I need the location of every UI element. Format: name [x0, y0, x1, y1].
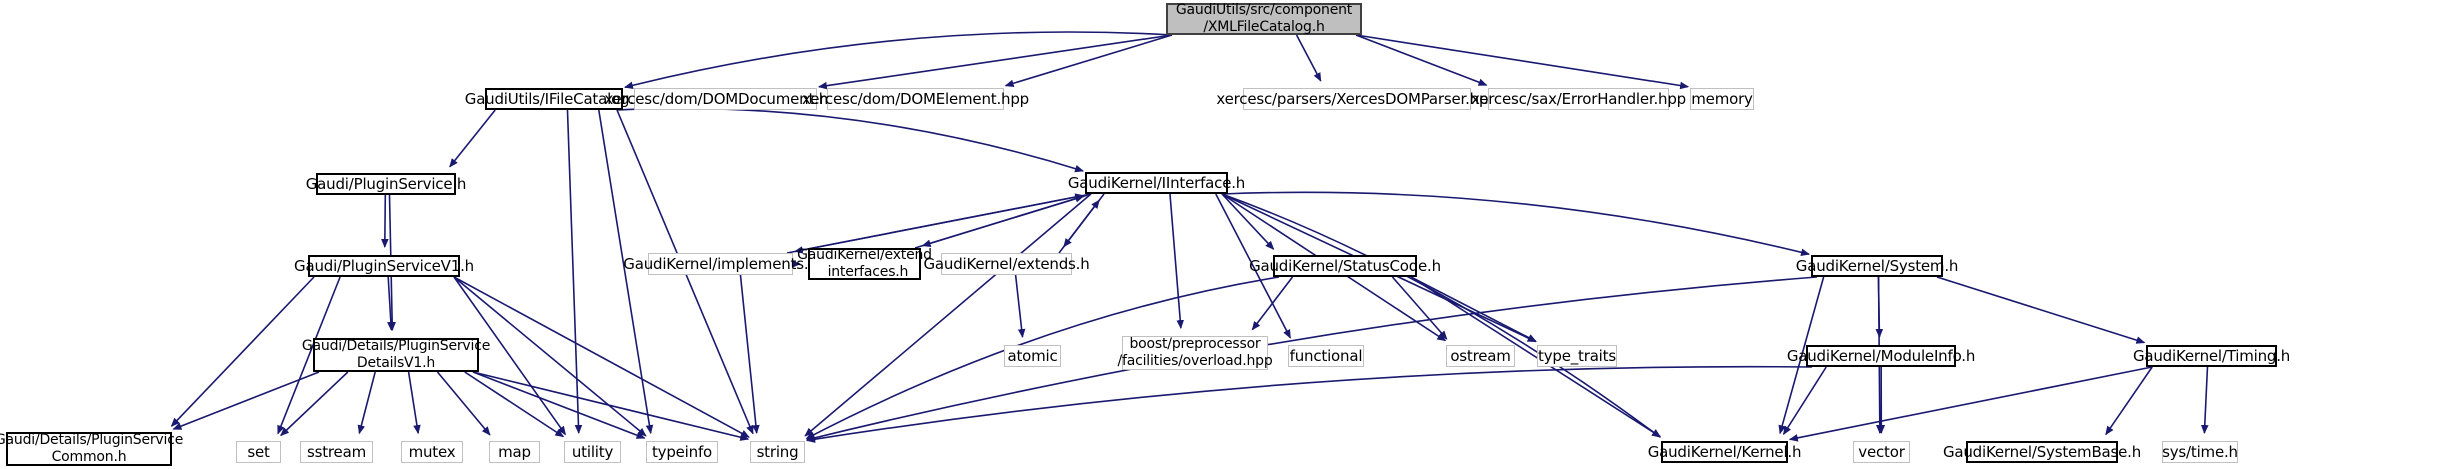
graph-node-moduleinfo[interactable]: GaudiKernel/ModuleInfo.h: [1787, 345, 1975, 367]
graph-edge-psdetailsv1-to-map: [436, 371, 491, 436]
graph-edge-timing-to-systembase: [2105, 366, 2153, 436]
graph-edge-root-to-errorhandler: [1355, 34, 1488, 86]
graph-edge-root-to-xercesdomparser: [1295, 34, 1322, 82]
graph-edge-moduleinfo-to-string: [805, 365, 1813, 443]
graph-node-ifilecatalog[interactable]: GaudiUtils/IFileCatalog.h: [465, 88, 643, 110]
graph-edge-iinterface-to-system: [1221, 191, 1811, 256]
graph-edge-psdetailsv1-to-sstream: [357, 371, 376, 435]
graph-edge-ifilecatalog-to-pluginservice: [449, 109, 496, 168]
graph-node-mutex[interactable]: mutex: [401, 441, 463, 463]
graph-edge-extend_ifaces-to-iinterface: [914, 195, 1085, 249]
graph-node-set[interactable]: set: [236, 441, 281, 463]
graph-edge-statuscode-to-string: [805, 276, 1280, 440]
graph-edge-system-to-string: [805, 276, 1818, 442]
graph-node-typeinfo[interactable]: typeinfo: [646, 441, 718, 463]
graph-edge-pluginservicev1-to-string: [453, 276, 750, 438]
graph-node-pluginservicev1[interactable]: Gaudi/PluginServiceV1.h: [294, 255, 474, 277]
graph-node-memory[interactable]: memory: [1690, 88, 1754, 110]
graph-edge-iinterface-to-kernel: [1221, 193, 1661, 438]
graph-node-implements[interactable]: GaudiKernel/implements.h: [623, 253, 818, 275]
graph-edge-moduleinfo-to-kernel: [1782, 366, 1827, 436]
graph-node-psdetailsv1[interactable]: Gaudi/Details/PluginService DetailsV1.h: [301, 338, 491, 372]
graph-node-ostream[interactable]: ostream: [1446, 345, 1515, 367]
graph-edge-statuscode-to-overload: [1251, 276, 1294, 331]
graph-edge-pluginservicev1-to-utility: [453, 276, 567, 436]
graph-edge-statuscode-to-ostream: [1391, 276, 1448, 340]
graph-edge-timing-to-systime: [2200, 366, 2209, 435]
graph-edge-pluginservicev1-to-set: [277, 276, 341, 435]
graph-edge-pluginservicev1-to-psdetailsv1: [387, 276, 395, 332]
graph-edge-implements-to-string: [739, 274, 760, 435]
graph-edge-statuscode-to-kernel: [1410, 276, 1662, 438]
graph-node-statuscode[interactable]: GaudiKernel/StatusCode.h: [1249, 255, 1441, 277]
graph-node-iinterface[interactable]: GaudiKernel/IInterface.h: [1068, 172, 1245, 194]
graph-edge-root-to-domelement: [1004, 34, 1173, 87]
graph-edge-statuscode-to-type_traits: [1410, 276, 1537, 343]
graph-edge-pluginservicev1-to-typeinfo: [453, 276, 647, 437]
graph-edge-pluginservice-to-pluginservicev1: [381, 194, 389, 248]
graph-edge-ifilecatalog-to-utility: [566, 109, 583, 435]
graph-node-type_traits[interactable]: type_traits: [1537, 345, 1617, 367]
graph-node-systime[interactable]: sys/time.h: [2162, 441, 2238, 463]
graph-edge-psdetailsv1-to-string: [472, 371, 750, 441]
graph-edge-psdetailsv1-to-pscommon: [172, 371, 320, 430]
graph-node-sstream[interactable]: sstream: [300, 441, 373, 463]
graph-node-extends[interactable]: GaudiKernel/extends.h: [923, 253, 1090, 275]
graph-node-domelement[interactable]: xercesc/dom/DOMElement.hpp: [802, 88, 1029, 110]
graph-edge-root-to-memory: [1355, 34, 1690, 90]
graph-edge-pluginservicev1-to-pscommon: [170, 276, 315, 427]
graph-node-utility[interactable]: utility: [564, 441, 621, 463]
graph-edge-root-to-domdocument: [817, 34, 1173, 90]
graph-edge-iinterface-to-string: [804, 193, 1092, 437]
graph-edge-iinterface-to-statuscode: [1221, 193, 1275, 250]
graph-edge-timing-to-kernel: [1788, 366, 2153, 442]
graph-node-string[interactable]: string: [750, 441, 805, 463]
graph-node-errorhandler[interactable]: xercesc/sax/ErrorHandler.hpp: [1471, 88, 1686, 110]
graph-node-system[interactable]: GaudiKernel/System.h: [1796, 255, 1958, 277]
graph-node-extend_ifaces[interactable]: GaudiKernel/extend _interfaces.h: [797, 247, 932, 280]
graph-edge-psdetailsv1-to-set: [280, 371, 349, 437]
graph-edge-ifilecatalog-to-typeinfo: [598, 109, 654, 435]
graph-node-overload[interactable]: boost/preprocessor /facilities/overload.…: [1117, 336, 1273, 370]
graph-edge-extends-to-atomic: [1014, 274, 1026, 339]
graph-node-atomic[interactable]: atomic: [1004, 345, 1061, 367]
graph-edge-ifilecatalog-to-iinterface: [616, 107, 1085, 173]
graph-edge-system-to-kernel: [1778, 276, 1825, 435]
graph-edge-psdetailsv1-to-mutex: [407, 371, 421, 435]
graph-node-pscommon[interactable]: Gaudi/Details/PluginService Common.h: [0, 432, 184, 466]
graph-edge-system-to-timing: [1936, 276, 2146, 344]
graph-node-functional[interactable]: functional: [1288, 345, 1364, 367]
graph-edge-psdetailsv1-to-utility: [464, 371, 565, 438]
graph-edge-psdetailsv1-to-typeinfo: [472, 371, 646, 439]
graph-node-vector[interactable]: vector: [1853, 441, 1910, 463]
graph-node-domdocument[interactable]: xercesc/dom/DOMDocument.hpp: [604, 88, 847, 110]
graph-node-pluginservice[interactable]: Gaudi/PluginService.h: [306, 173, 466, 195]
graph-node-xercesdomparser[interactable]: xercesc/parsers/XercesDOMParser.hpp: [1216, 88, 1498, 110]
graph-node-systembase[interactable]: GaudiKernel/SystemBase.h: [1943, 441, 2141, 463]
graph-node-root[interactable]: GaudiUtils/src/component /XMLFileCatalog…: [1166, 2, 1362, 35]
graph-edge-root-to-ifilecatalog: [623, 31, 1173, 89]
graph-node-kernel[interactable]: GaudiKernel/Kernel.h: [1648, 441, 1801, 463]
graph-edge-iinterface-to-functional: [1215, 193, 1292, 339]
graph-node-timing[interactable]: GaudiKernel/Timing.h: [2133, 345, 2290, 367]
graph-edge-iinterface-to-overload: [1169, 193, 1185, 330]
graph-edge-implements-to-iinterface: [786, 193, 1085, 254]
graph-node-map[interactable]: map: [489, 441, 540, 463]
graph-edge-extends-to-iinterface: [1058, 199, 1100, 254]
